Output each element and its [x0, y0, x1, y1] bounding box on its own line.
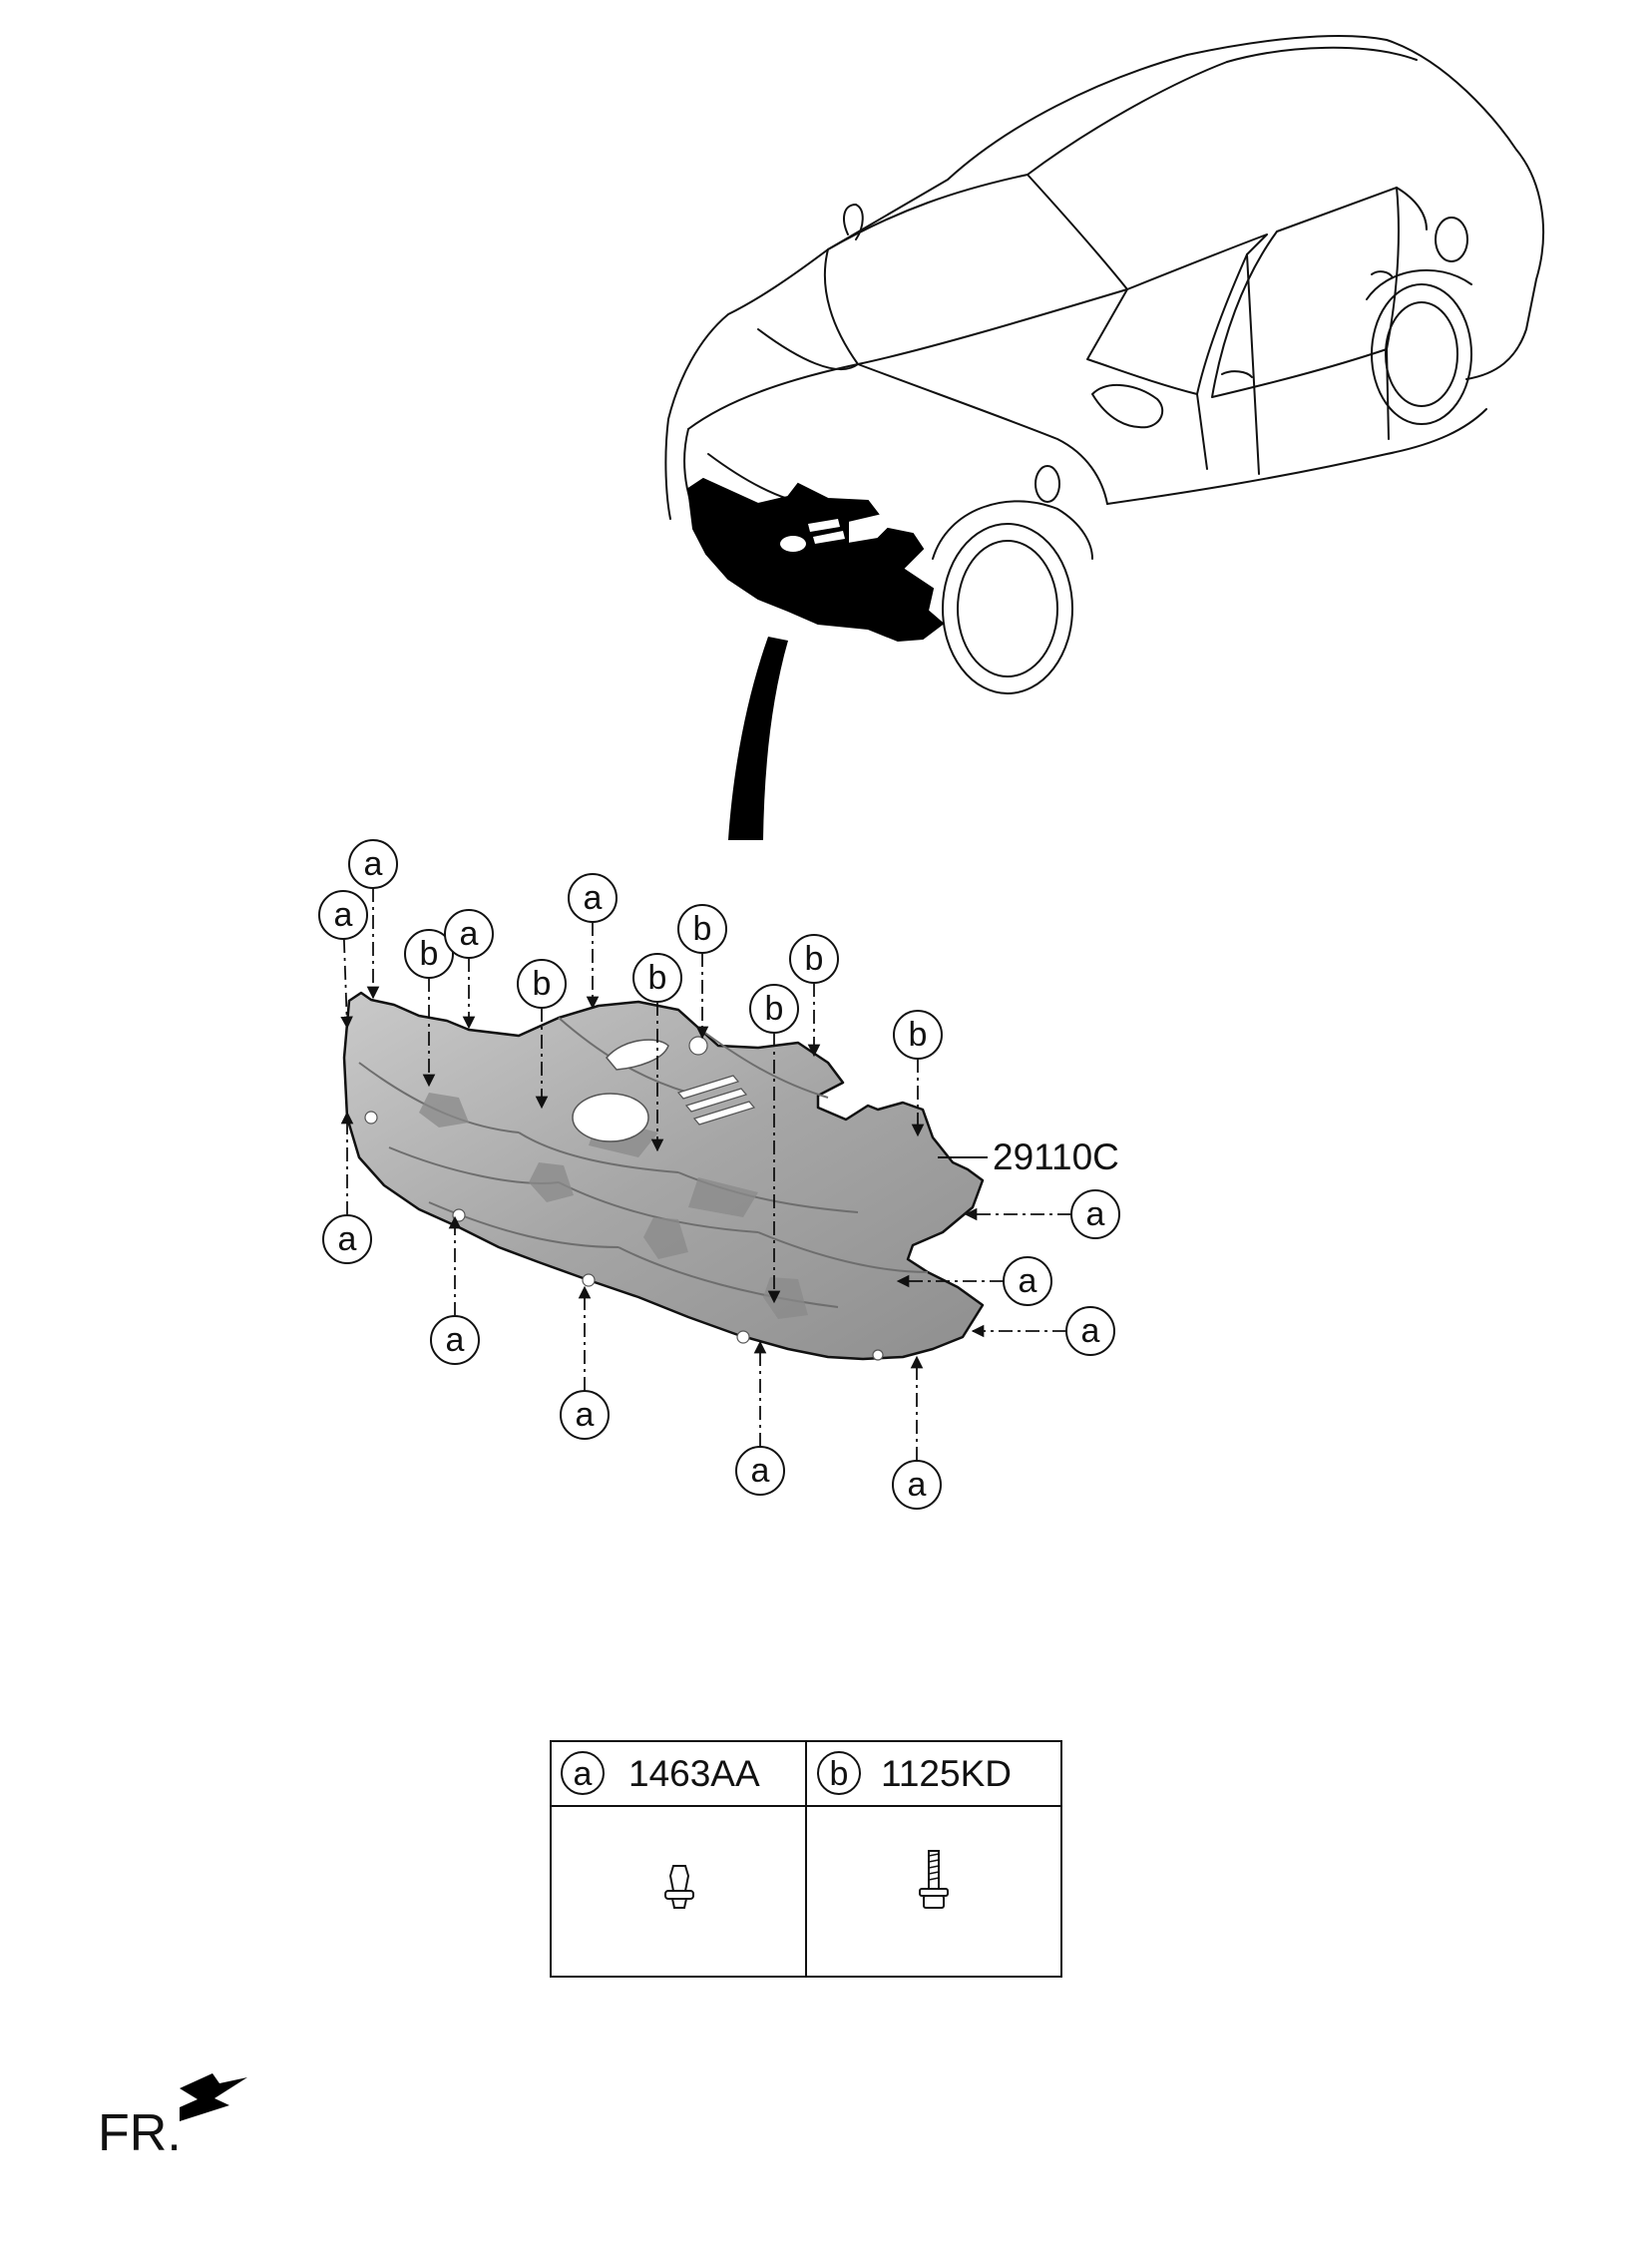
callout-letter-a: a	[908, 1466, 927, 1504]
callout-bubble-b	[632, 953, 682, 1003]
callout-bubble-a	[322, 1214, 372, 1264]
leader-wedge	[728, 637, 788, 840]
callout-bubble-b	[677, 904, 727, 954]
bolt-screw-icon	[919, 1850, 949, 1909]
callout-leader-a	[340, 938, 353, 1030]
legend-callout-b-letter: b	[830, 1755, 849, 1793]
callout-letter-a: a	[1019, 1262, 1037, 1300]
fastener-legend-table: a 1463AA b 1125KD	[550, 1740, 1062, 1978]
callout-bubble-a	[560, 1390, 610, 1440]
callout-letter-a: a	[338, 1220, 357, 1258]
callout-bubble-b	[749, 984, 799, 1034]
legend-code-a: 1463AA	[628, 1753, 760, 1794]
callout-bubble-a	[430, 1315, 480, 1365]
callout-letter-a: a	[460, 915, 479, 953]
front-direction-label: FR.	[98, 2104, 182, 2162]
callout-letter-b: b	[533, 965, 552, 1003]
callout-letter-a: a	[584, 879, 603, 917]
callout-letter-a: a	[1081, 1312, 1100, 1350]
legend-callout-a	[561, 1751, 605, 1795]
legend-callout-b	[817, 1751, 861, 1795]
front-direction-indicator: FR.	[98, 2073, 247, 2162]
callout-letter-b: b	[648, 959, 667, 997]
legend-cell-a: a 1463AA	[561, 1751, 760, 1795]
under-cover-panel	[342, 991, 985, 1361]
under-cover-highlight-cutouts	[780, 519, 845, 552]
callout-bubble-a	[1003, 1256, 1052, 1306]
callout-letter-b: b	[805, 940, 824, 978]
callout-bubble-a	[318, 890, 368, 940]
callout-bubble-a	[735, 1446, 785, 1496]
callout-letter-b: b	[765, 990, 784, 1028]
callout-bubble-a	[444, 909, 494, 959]
part-number-label: 29110C	[993, 1136, 1119, 1177]
callout-letter-b: b	[693, 910, 712, 948]
clip-fastener-icon	[664, 1865, 694, 1909]
callout-letter-b: b	[909, 1016, 928, 1054]
legend-cell-b: b 1125KD	[817, 1751, 1012, 1795]
callout-bubble-a	[568, 873, 618, 923]
legend-callout-a-letter: a	[574, 1755, 593, 1793]
callout-bubble-b	[789, 934, 839, 984]
callout-letter-b: b	[420, 935, 439, 973]
front-direction-arrow-icon	[180, 2073, 247, 2121]
callout-bubble-b	[404, 929, 454, 979]
callout-letter-a: a	[446, 1321, 465, 1359]
legend-code-b: 1125KD	[881, 1753, 1012, 1794]
callout-bubble-b	[893, 1010, 943, 1060]
callout-bubble-a	[1065, 1306, 1115, 1356]
callout-bubble-b	[517, 959, 567, 1009]
callout-bubble-a	[348, 839, 398, 889]
under-cover-highlight	[686, 477, 945, 643]
callout-letter-a: a	[1086, 1195, 1105, 1233]
callout-bubble-a	[1070, 1189, 1120, 1239]
callout-letter-a: a	[334, 896, 353, 934]
callout-letter-a: a	[364, 845, 383, 883]
callout-letter-a: a	[751, 1452, 770, 1490]
callout-letter-a: a	[576, 1396, 595, 1434]
callout-bubble-a	[892, 1460, 942, 1510]
